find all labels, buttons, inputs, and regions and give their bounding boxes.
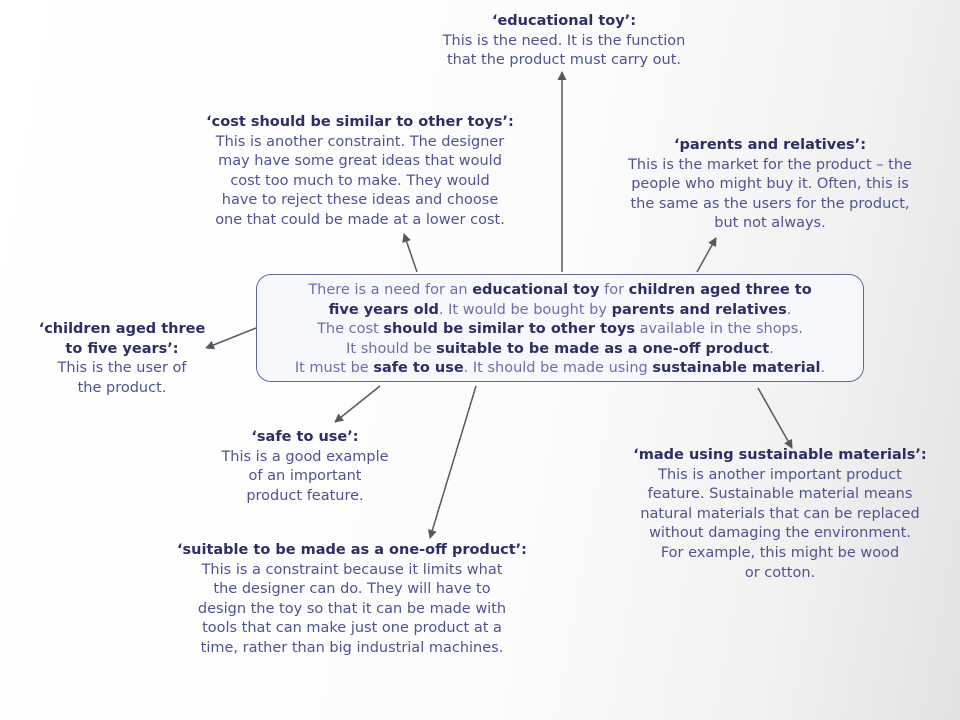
note-title: ‘children aged three: [38, 321, 206, 337]
note-educational-toy: ‘educational toy’: This is the need. It …: [396, 12, 732, 71]
brief-line-5: It must be safe to use. It should be mad…: [294, 360, 826, 377]
note-title: ‘made using sustainable materials’:: [633, 447, 927, 463]
note-title: ‘safe to use’:: [251, 429, 359, 445]
note-children: ‘children aged three to five years’: Thi…: [22, 320, 222, 398]
note-sustainable: ‘made using sustainable materials’: This…: [602, 446, 958, 583]
brief-line-4: It should be suitable to be made as a on…: [346, 340, 774, 357]
note-cost: ‘cost should be similar to other toys’: …: [182, 113, 538, 231]
brief-line-3: The cost should be similar to other toys…: [317, 321, 803, 338]
brief-line-2: five years old. It would be bought by pa…: [328, 301, 792, 318]
note-parents: ‘parents and relatives’: This is the mar…: [592, 136, 948, 234]
note-title: ‘cost should be similar to other toys’:: [206, 114, 514, 130]
central-brief-box: There is a need for an educational toy f…: [256, 274, 864, 382]
note-one-off: ‘suitable to be made as a one-off produc…: [156, 541, 548, 659]
note-safe: ‘safe to use’: This is a good example of…: [190, 428, 420, 506]
arrow-to-one-off: [428, 385, 477, 539]
brief-line-1: There is a need for an educational toy f…: [308, 282, 812, 298]
arrow-to-safe: [334, 385, 381, 423]
arrow-to-children: [205, 327, 257, 350]
note-title: ‘suitable to be made as a one-off produc…: [177, 542, 527, 558]
arrow-to-sustainable: [757, 387, 793, 449]
note-title: ‘parents and relatives’:: [674, 137, 866, 153]
arrow-to-parents: [696, 237, 717, 273]
note-title: ‘educational toy’:: [491, 13, 637, 29]
arrow-to-cost: [402, 233, 418, 273]
